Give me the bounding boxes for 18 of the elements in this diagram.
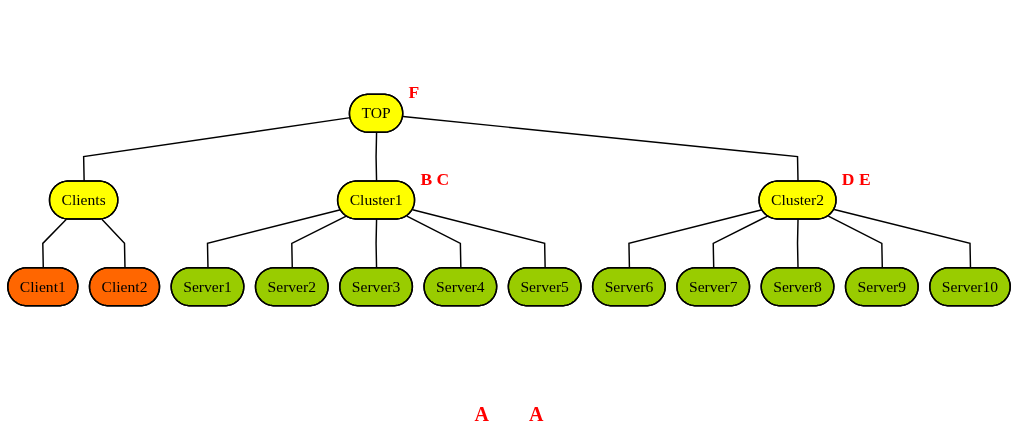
connector [833, 208, 972, 269]
connector [406, 215, 462, 269]
node-annotation: F [408, 82, 420, 103]
connector [712, 215, 769, 269]
node-annotation: B C [420, 168, 450, 189]
connector [628, 209, 763, 269]
connector [827, 215, 884, 269]
annotation-letter: A [474, 402, 489, 426]
node-annotation: D E [841, 168, 871, 189]
connector [375, 218, 378, 269]
connector [42, 218, 68, 269]
annotation-letter: A [529, 402, 544, 426]
connector [291, 215, 347, 269]
connector [375, 132, 378, 183]
connector [796, 218, 799, 269]
connector [402, 115, 799, 183]
connector [411, 209, 546, 269]
connector [101, 218, 126, 269]
